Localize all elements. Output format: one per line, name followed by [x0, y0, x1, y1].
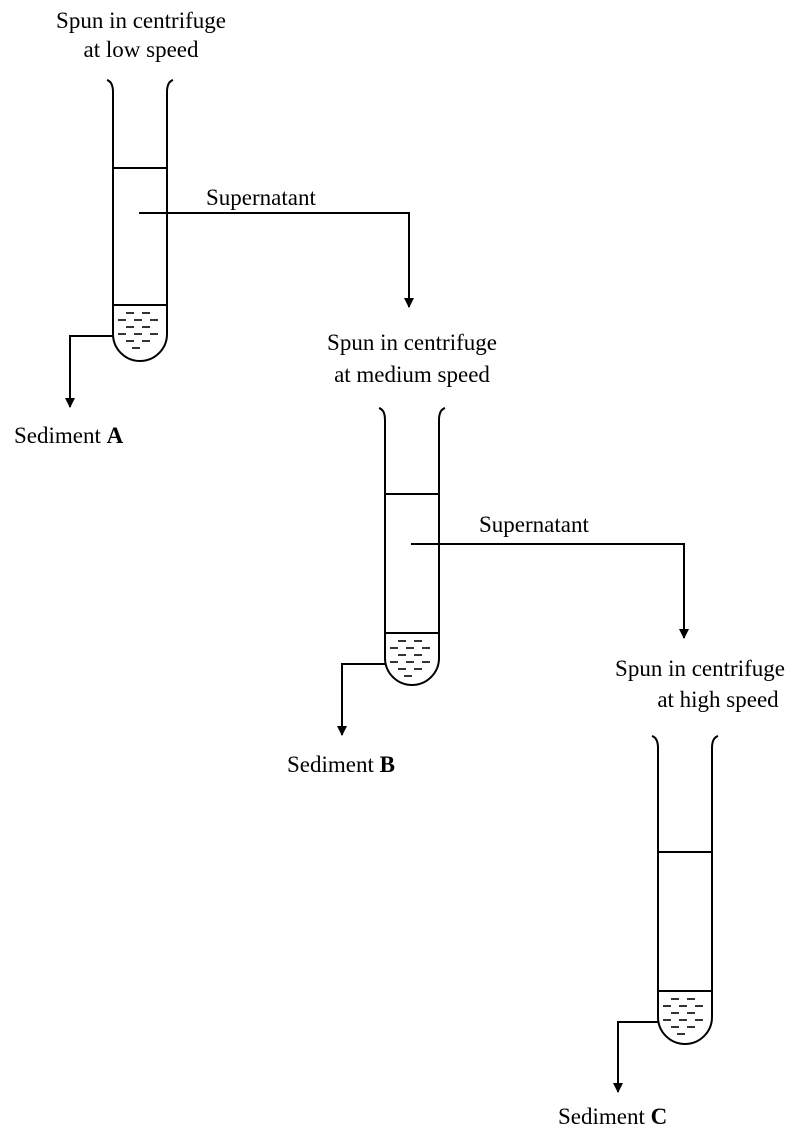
stage-3-title-line-2: at high speed	[657, 687, 779, 712]
test-tube-2	[378, 407, 446, 686]
sediment-c-pellet	[663, 998, 703, 1035]
sediment-b-letter: B	[380, 752, 395, 777]
stage-1-low-speed: Spun in centrifuge at low speed Supernat…	[14, 8, 414, 448]
sediment-c-label: Sediment C	[558, 1104, 667, 1129]
sediment-c-arrow	[613, 1021, 658, 1093]
stage-1-title-line-1: Spun in centrifuge	[56, 8, 226, 33]
stage-1-title-line-2: at low speed	[84, 37, 199, 62]
sediment-a-arrow	[65, 335, 113, 408]
supernatant-arrow-2	[411, 543, 689, 639]
supernatant-label-1: Supernatant	[206, 185, 316, 210]
sediment-a-label: Sediment A	[14, 423, 124, 448]
supernatant-arrow-1	[139, 212, 414, 308]
stage-2-title-line-1: Spun in centrifuge	[327, 330, 497, 355]
stage-3-title-line-1: Spun in centrifuge	[615, 656, 785, 681]
sediment-a-pellet	[118, 312, 158, 349]
stage-2-medium-speed: Spun in centrifuge at medium speed Super…	[287, 330, 689, 777]
supernatant-label-2: Supernatant	[479, 512, 589, 537]
stage-2-title-line-2: at medium speed	[334, 362, 490, 387]
sediment-c-prefix: Sediment	[558, 1104, 651, 1129]
sediment-b-prefix: Sediment	[287, 752, 380, 777]
sediment-b-pellet	[390, 640, 430, 677]
sediment-b-arrow	[337, 663, 385, 736]
sediment-b-label: Sediment B	[287, 752, 395, 777]
sediment-a-prefix: Sediment	[14, 423, 107, 448]
test-tube-1	[106, 79, 174, 362]
sediment-c-letter: C	[651, 1104, 668, 1129]
stage-3-high-speed: Spun in centrifuge at high speed Sedimen…	[558, 656, 785, 1129]
sediment-a-letter: A	[107, 423, 124, 448]
test-tube-3	[651, 735, 719, 1045]
